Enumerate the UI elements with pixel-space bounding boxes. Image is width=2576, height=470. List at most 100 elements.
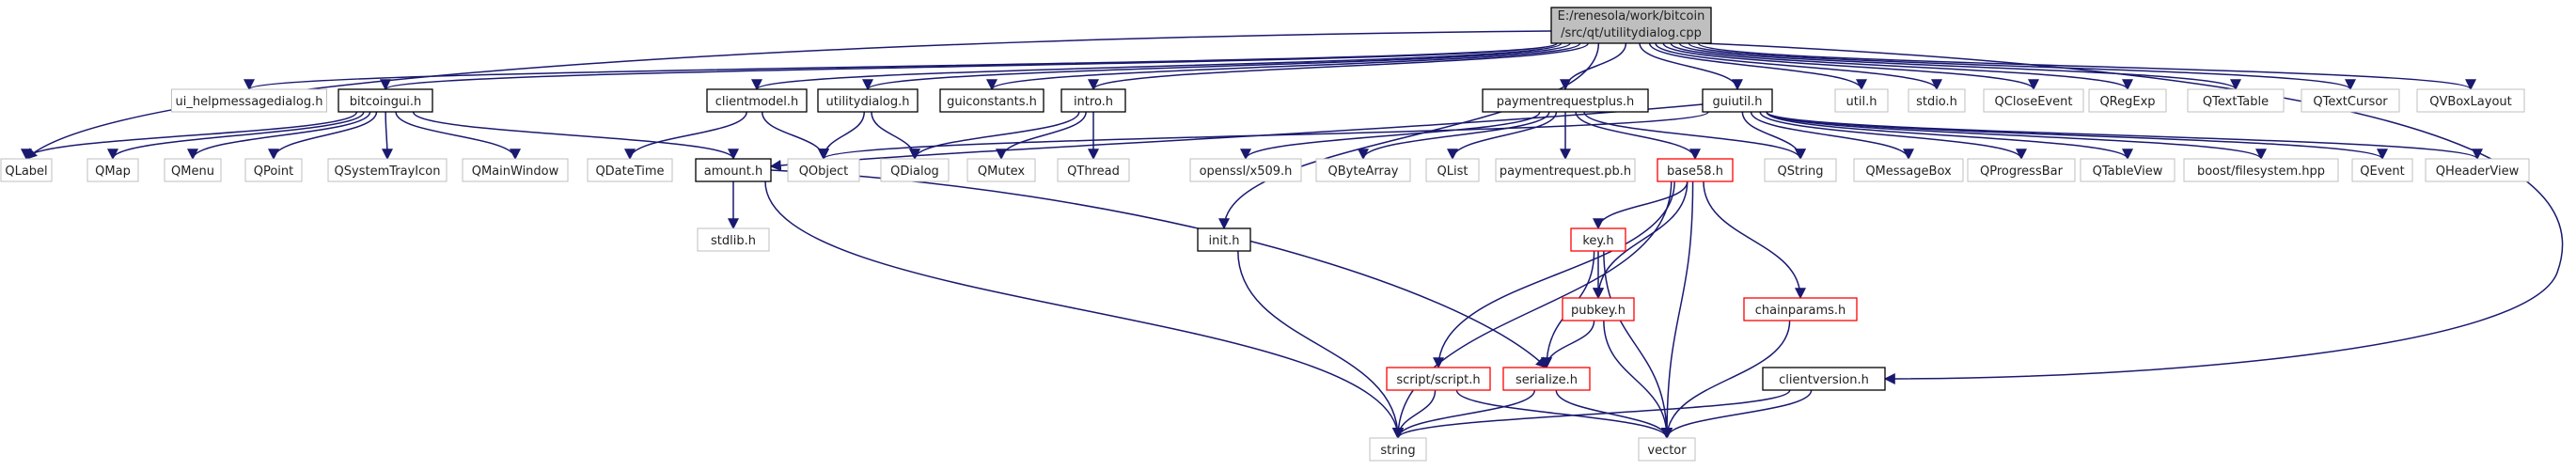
node-box-paymentrequestpb [1495,158,1636,182]
node-key[interactable]: key.h [1570,227,1626,252]
node-QHeaderView: QHeaderView [2425,158,2530,182]
node-label-chainparams: chainparams.h [1755,304,1846,318]
node-box-QDateTime [587,158,673,182]
node-label-key: key.h [1582,234,1613,248]
dependency-nodes: E:/renesola/work/bitcoin/src/qt/utilityd… [0,7,2530,462]
edge-root-to-stdio [1655,42,1942,91]
node-label-openssl: openssl/x509.h [1200,164,1293,179]
node-box-clientversion [1762,367,1886,391]
edge-root-to-intro [1088,42,1589,91]
node-QMap: QMap [86,158,139,182]
node-box-QRegExp [2088,88,2167,113]
node-box-root [1550,7,1712,44]
node-guiconstants[interactable]: guiconstants.h [939,88,1045,113]
node-box-paymentrequestplus [1482,88,1649,113]
node-root[interactable]: E:/renesola/work/bitcoin/src/qt/utilityd… [1550,7,1712,44]
node-chainparams[interactable]: chainparams.h [1743,297,1858,321]
node-clientversion[interactable]: clientversion.h [1762,367,1886,391]
node-intro[interactable]: intro.h [1060,88,1126,113]
root-label-line1: E:/renesola/work/bitcoin [1558,9,1705,24]
node-label-paymentrequestplus: paymentrequestplus.h [1497,95,1635,109]
node-guiutil[interactable]: guiutil.h [1702,88,1773,113]
edge-script-to-vector [1455,389,1673,440]
node-box-QString [1764,158,1837,182]
node-serialize[interactable]: serialize.h [1502,367,1591,391]
edge-guiutil-to-QObject [818,111,1709,161]
node-label-guiconstants: guiconstants.h [947,95,1037,109]
node-box-guiconstants [939,88,1045,113]
node-clientmodel[interactable]: clientmodel.h [706,88,808,113]
edge-guiutil-to-QMessageBox [1750,111,1914,161]
node-script[interactable]: script/script.h [1386,367,1491,391]
node-pubkey[interactable]: pubkey.h [1562,297,1635,321]
edge-root-to-bitcoingui [380,42,1558,91]
node-box-QVBoxLayout [2416,88,2525,113]
node-label-QMenu: QMenu [171,164,214,179]
node-label-QMutex: QMutex [978,164,1026,179]
edge-root-to-guiutil [1639,42,1743,91]
node-box-QObject [787,158,860,182]
node-box-QMutex [966,158,1036,182]
node-label-QEvent: QEvent [2360,164,2404,179]
edge-bitcoingui-to-QLabel [21,111,358,161]
edge-paymentrequestplus-to-QList [1447,111,1558,161]
node-box-amount [695,158,772,182]
node-box-QEvent [2351,158,2413,182]
node-stdio: stdio.h [1908,88,1966,113]
node-box-QTextCursor [2301,88,2400,113]
node-amount[interactable]: amount.h [695,158,772,182]
edge-root-to-paymentrequestplus [1560,42,1627,91]
node-QCloseEvent: QCloseEvent [1983,88,2084,113]
node-box-ui_help [171,88,327,113]
root-label-line2: /src/qt/utilitydialog.cpp [1561,26,1702,40]
edge-guiutil-to-QProgressBar [1759,111,2027,161]
node-paymentrequestpb: paymentrequest.pb.h [1495,158,1636,182]
node-QVBoxLayout: QVBoxLayout [2416,88,2525,113]
node-bitcoingui[interactable]: bitcoingui.h [338,88,433,113]
edge-guiutil-to-QTableView [1766,111,2133,161]
node-QObject: QObject [787,158,860,182]
node-label-script: script/script.h [1396,373,1480,387]
node-label-amount: amount.h [704,164,763,179]
node-stdlib: stdlib.h [697,227,770,252]
node-utilitydialog[interactable]: utilitydialog.h [817,88,919,113]
node-label-QRegExp: QRegExp [2099,95,2155,109]
edge-root-to-QTextCursor [1688,42,2356,91]
node-label-QMainWindow: QMainWindow [472,164,559,179]
edge-root-to-util [1648,42,1867,91]
node-label-paymentrequestpb: paymentrequest.pb.h [1500,164,1631,179]
node-label-init: init.h [1209,234,1240,248]
edge-root-to-QVBoxLayout [1697,42,2476,91]
node-vector: vector [1638,437,1696,462]
node-paymentrequestplus[interactable]: paymentrequestplus.h [1482,88,1649,113]
edge-root-to-clientmodel [751,42,1563,91]
edge-root-to-QLabel [25,30,1552,160]
node-ui_help: ui_helpmessagedialog.h [171,88,327,113]
node-label-guiutil: guiutil.h [1712,95,1762,109]
node-label-QPoint: QPoint [254,164,294,179]
node-label-QVBoxLayout: QVBoxLayout [2429,95,2511,109]
edge-guiutil-to-QString [1741,111,1806,161]
edge-root-to-clientversion [1701,42,2564,384]
edge-root-to-guiconstants [986,42,1581,91]
node-base58[interactable]: base58.h [1657,158,1734,182]
edge-root-to-ui_help [243,42,1558,91]
node-string: string [1369,437,1427,462]
node-box-stdio [1908,88,1966,113]
node-box-QLabel [0,158,53,182]
node-label-QProgressBar: QProgressBar [1980,164,2064,179]
node-label-QString: QString [1777,164,1823,179]
node-label-QHeaderView: QHeaderView [2436,164,2520,179]
node-box-QMap [86,158,139,182]
node-init[interactable]: init.h [1197,227,1251,252]
node-QTextCursor: QTextCursor [2301,88,2400,113]
node-QPoint: QPoint [244,158,303,182]
edge-clientversion-to-vector [1661,389,1813,440]
edge-root-to-QCloseEvent [1662,42,2039,91]
node-label-QTableView: QTableView [2093,164,2163,179]
edge-root-to-QRegExp [1670,42,2133,91]
node-QEvent: QEvent [2351,158,2413,182]
dependency-edges [21,30,2564,440]
node-QLabel: QLabel [0,158,53,182]
